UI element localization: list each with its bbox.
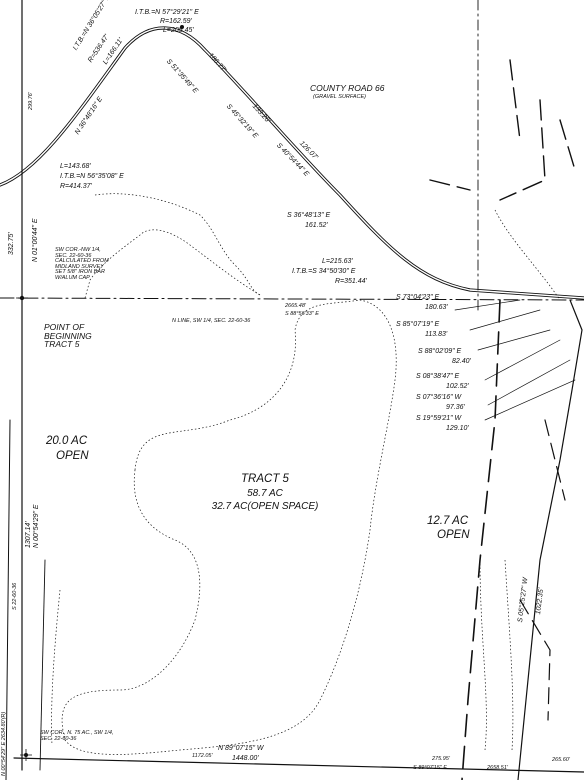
tree-line-tract5 bbox=[61, 299, 397, 755]
bottom-right-d1: 275.95' bbox=[432, 756, 450, 762]
bottom-right-d3: 265.60' bbox=[552, 757, 570, 763]
east-course-6-bearing: S 19°59'21" W bbox=[416, 415, 462, 422]
far-left-line: N 00°54'29" E 2634.80'(R) bbox=[1, 711, 7, 776]
east-boundary-line bbox=[517, 299, 583, 780]
bottom-right-bearing: S 89°07'15" E bbox=[413, 765, 447, 771]
east-course-1-bearing: S 73°04'23" E bbox=[396, 294, 440, 301]
east-course-6-dist: 129.10' bbox=[446, 425, 469, 432]
east-course-5-dist: 97.36' bbox=[446, 404, 465, 411]
curve-right-itb: I.T.B.=S 34°50'30" E bbox=[292, 268, 356, 275]
course4-dist: 161.52' bbox=[305, 222, 328, 229]
n-line-sw-quarter bbox=[0, 297, 584, 301]
curve-top-l: L=205.45' bbox=[163, 27, 194, 34]
curve-right-l: L=215.63' bbox=[322, 258, 353, 265]
curve-lower-left-itb: I.T.B.=N 56°35'08" E bbox=[60, 173, 124, 180]
west-line-bearing: N 01°00'44" E bbox=[32, 218, 39, 262]
n-line-label: N LINE, SW 1/4, SEC. 22-60-36 bbox=[172, 318, 251, 324]
tract-area: 58.7 AC bbox=[247, 488, 283, 499]
west-line-top-dist: 299.76' bbox=[28, 92, 34, 110]
curve-top-itb: I.T.B.=N 57°29'21" E bbox=[135, 9, 199, 16]
east-course-2-dist: 113.83' bbox=[425, 331, 448, 338]
east-course-1-dist: 180.63' bbox=[425, 304, 448, 311]
east-course-4-bearing: S 08°38'47" E bbox=[416, 373, 460, 380]
curve-top-r: R=162.59' bbox=[160, 18, 192, 25]
n-line-dist: 2665.48' bbox=[285, 303, 306, 309]
curve-right-r: R=351.44' bbox=[335, 278, 367, 285]
west-tract-dist: 1307.14' bbox=[25, 521, 32, 548]
tract-west-line bbox=[39, 559, 46, 771]
west-open-area: 20.0 AC bbox=[46, 435, 88, 447]
far-left-mid: S 22-60-36 bbox=[12, 582, 18, 610]
sw-corner-bottom-note: SW COR., N. 75 AC., SW 1/4, SEC. 22-60-3… bbox=[40, 730, 114, 742]
south-line-bearing: N 89°07'15" W bbox=[218, 745, 264, 752]
tree-line-north bbox=[94, 193, 261, 296]
west-line-dist: 332.75' bbox=[8, 232, 15, 255]
east-course-5-bearing: S 07°36'16" W bbox=[416, 394, 462, 401]
curve-lower-left-r: R=414.37' bbox=[60, 183, 92, 190]
south-line-dist: 1448.00' bbox=[232, 755, 259, 762]
east-course-4-dist: 102.52' bbox=[446, 383, 469, 390]
road-name: COUNTY ROAD 66 bbox=[310, 83, 385, 93]
n-line-bearing: S 88°56'33" E bbox=[285, 311, 319, 317]
bottom-right-d2: 2658.51' bbox=[487, 765, 508, 771]
west-open-label: OPEN bbox=[56, 450, 89, 462]
east-course-3-bearing: S 88°02'09" E bbox=[418, 348, 462, 355]
east-course-2-bearing: S 85°07'19" E bbox=[396, 321, 440, 328]
point-of-beginning: POINT OF BEGINNING TRACT 5 bbox=[44, 322, 92, 349]
east-open-area: 12.7 AC bbox=[427, 515, 469, 527]
south-line bbox=[13, 757, 584, 773]
west-tract-bearing: N 00°54'29" E bbox=[33, 504, 40, 548]
tract-name: TRACT 5 bbox=[241, 473, 289, 485]
course4-bearing: S 36°48'13" E bbox=[287, 212, 331, 219]
south-line-dist-left: 1172.05' bbox=[192, 753, 213, 759]
curve-lower-left-l: L=143.68' bbox=[60, 163, 91, 170]
east-open-label: OPEN bbox=[437, 529, 470, 541]
tract-open-space: 32.7 AC(OPEN SPACE) bbox=[211, 501, 319, 512]
sw-corner-note: SW COR.-NW 1/4, SEC. 22-60-36 CALCULATED… bbox=[55, 247, 109, 281]
road-surface: (GRAVEL SURFACE) bbox=[313, 94, 366, 100]
east-course-3-dist: 82.40' bbox=[452, 358, 471, 365]
